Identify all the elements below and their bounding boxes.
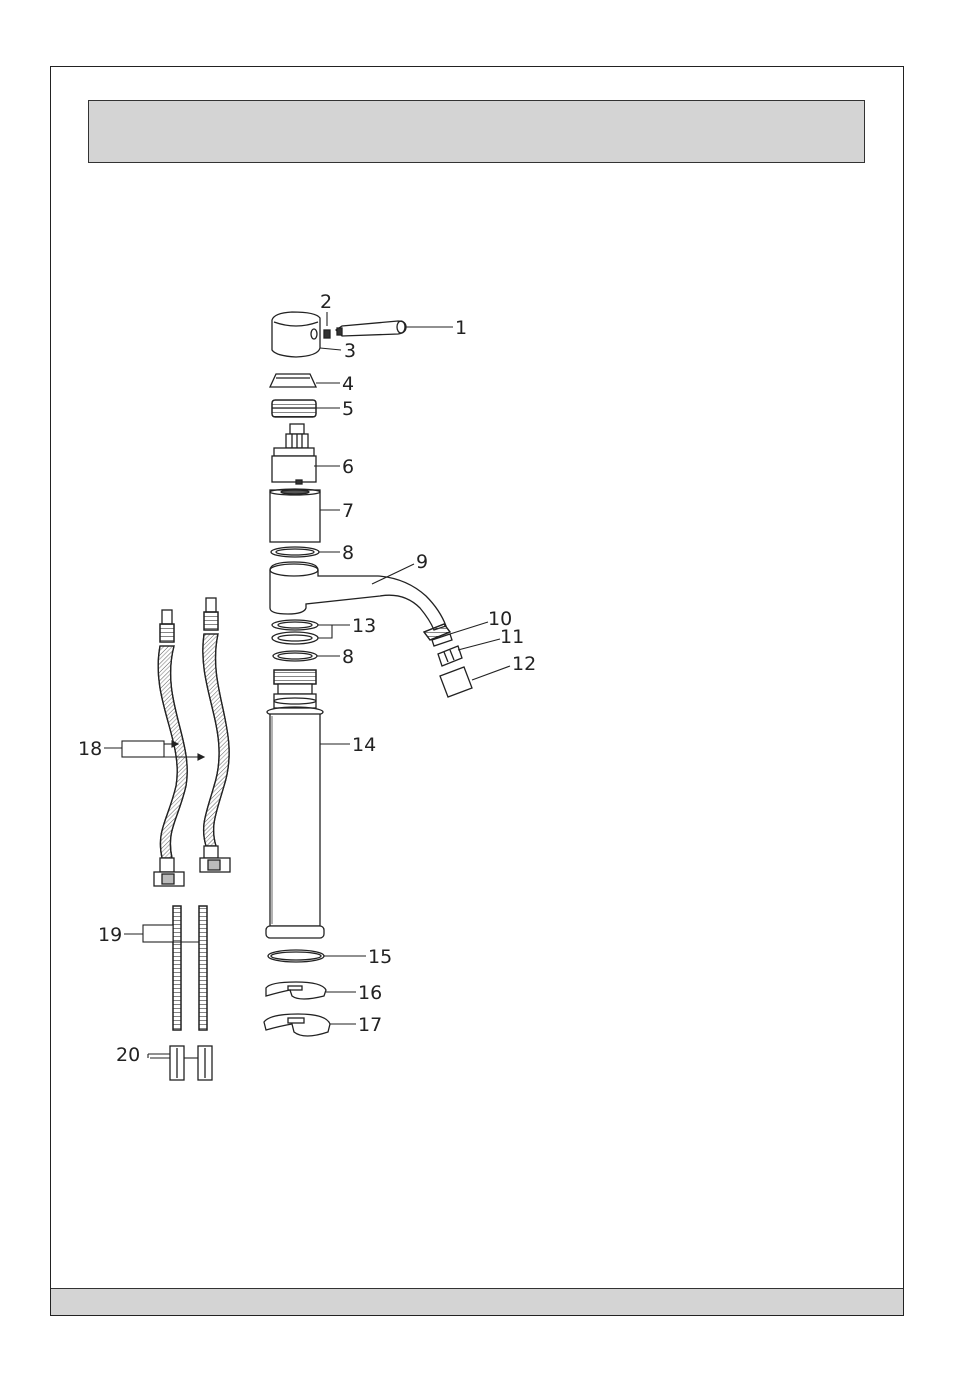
callout-14: 14 <box>352 734 376 756</box>
callout-8-lower: 8 <box>342 646 354 668</box>
part-coupling-nuts <box>170 1046 212 1080</box>
part-lever <box>336 321 406 336</box>
callout-4: 4 <box>342 373 354 395</box>
part-cartridge <box>272 424 316 484</box>
part-sleeve <box>270 489 320 542</box>
callout-3: 3 <box>344 340 356 362</box>
part-handle-body <box>272 312 320 357</box>
callout-15: 15 <box>368 946 392 968</box>
callout-8-upper: 8 <box>342 542 354 564</box>
part-base-gasket <box>268 950 324 962</box>
callout-11: 11 <box>500 626 524 648</box>
callout-12: 12 <box>512 653 536 675</box>
part-locking-nut <box>272 400 316 417</box>
callout-16: 16 <box>358 982 382 1004</box>
callout-7: 7 <box>342 500 354 522</box>
part-o-ring-lower <box>273 651 317 661</box>
part-grub-screw <box>324 330 330 338</box>
part-cover-cap <box>270 374 316 387</box>
part-flex-hoses <box>154 598 230 886</box>
part-washers <box>272 620 318 644</box>
callout-19: 19 <box>98 924 122 946</box>
callout-13: 13 <box>352 615 376 637</box>
part-horseshoe-washer <box>266 982 326 999</box>
callout-18: 18 <box>78 738 102 760</box>
part-o-ring-upper <box>271 547 319 557</box>
callout-20: 20 <box>116 1044 140 1066</box>
callout-9: 9 <box>416 551 428 573</box>
part-fixing-plate <box>264 1014 330 1036</box>
callout-6: 6 <box>342 456 354 478</box>
callout-17: 17 <box>358 1014 382 1036</box>
part-aerator-insert <box>438 646 462 666</box>
part-threaded-rods <box>173 906 207 1030</box>
part-aerator-housing <box>440 667 472 697</box>
callout-2: 2 <box>320 291 332 313</box>
part-base-column <box>266 670 324 938</box>
callout-1: 1 <box>455 317 467 339</box>
callout-5: 5 <box>342 398 354 420</box>
